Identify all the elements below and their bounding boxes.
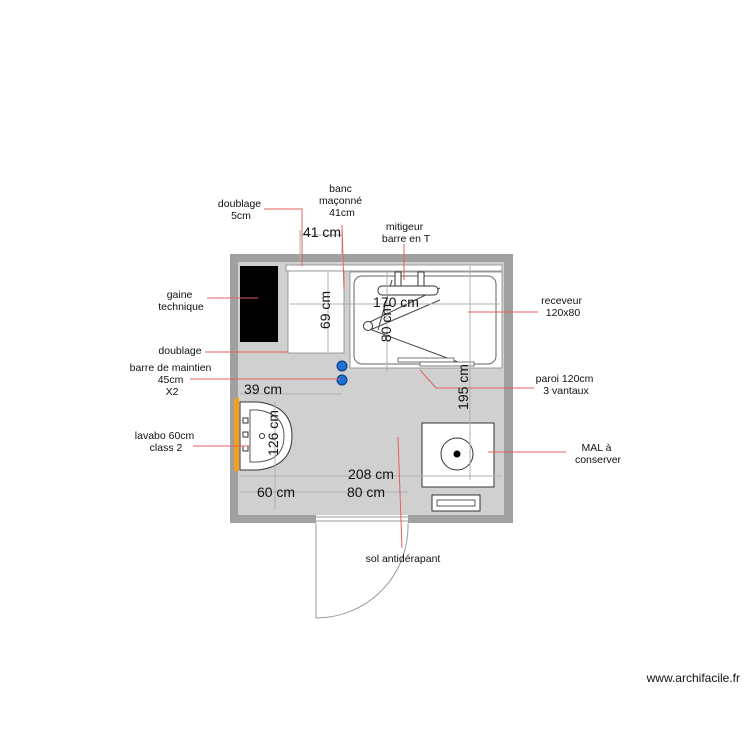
label-line: X2 [166,386,179,398]
label-line: barre de maintien [130,362,212,374]
label-line: sol antidérapant [366,553,441,565]
label-line: receveur [541,295,582,307]
shower-screen [419,361,475,367]
washing-machine-center [453,450,461,458]
label-line: conserver [575,454,622,466]
label-line: barre en T [382,233,431,245]
lavabo-frame [234,398,239,471]
label-lavabo: lavabo 60cm class 2 [135,430,197,454]
label-line: 41cm [329,207,355,219]
shower-line [369,299,441,331]
label-line: class 2 [150,442,183,454]
mixer-bar [377,285,439,296]
door-swing-arc [315,522,409,619]
label-line: 120x80 [546,307,581,319]
label-line: doublage [158,345,201,357]
shower-screen [397,357,455,363]
lavabo-drain [259,433,265,439]
dim-80-horizontal: 80 cm [347,484,385,500]
lavabo-tap [242,417,249,424]
dim-126: 126 cm [265,410,281,456]
label-line: banc [329,183,352,195]
label-line: gaine [167,289,193,301]
label-barre: barre de maintien 45cm X2 [130,362,215,398]
lavabo-bowl [249,409,285,463]
label-line: 5cm [231,210,251,222]
gaine-technique [240,266,278,342]
label-mal: MAL à conserver [575,442,622,466]
grab-bar-icon [336,360,348,372]
label-sol: sol antidérapant [366,553,441,565]
label-line: mitigeur [386,221,424,233]
doublage-wall [285,264,503,272]
dim-80-vertical: 80 cm [378,304,394,342]
grab-bar-icon [336,374,348,386]
label-receveur: receveur 120x80 [541,295,585,319]
label-gaine: gaine technique [158,289,204,313]
washing-machine-drum [440,437,474,471]
label-paroi: paroi 120cm 3 vantaux [536,373,597,397]
lavabo-tap [242,445,249,452]
door-opening [316,515,408,523]
dim-195: 195 cm [455,364,471,410]
dim-41: 41 cm [303,224,341,240]
dim-69: 69 cm [317,291,333,329]
label-line: paroi 120cm [536,373,594,385]
leader-lines [190,208,566,549]
dimension-lines [240,230,502,510]
banc-maconne [287,270,345,354]
label-line: doublage [218,198,261,210]
label-mitigeur: mitigeur barre en T [382,221,431,245]
dim-60: 60 cm [257,484,295,500]
dim-170: 170 cm [373,294,419,310]
label-line: MAL à [582,442,612,454]
label-banc: banc maçonné 41cm [319,183,365,219]
label-line: 45cm [158,374,184,386]
label-line: maçonné [319,195,362,207]
shower-drain [363,321,373,331]
shower-line [371,329,459,363]
mixer-valve [394,271,402,287]
wall-unit [431,494,481,512]
wall-unit-inner [436,499,476,507]
label-line: technique [158,301,204,313]
label-doublage-left: doublage [158,345,201,357]
label-line: 3 vantaux [543,385,589,397]
mixer-valve [417,271,425,287]
dim-39: 39 cm [244,381,282,397]
label-doublage-top: doublage 5cm [218,198,264,222]
lavabo-tap [242,431,249,438]
brand-watermark: www.archifacile.fr [646,671,740,685]
dim-208: 208 cm [348,466,394,482]
label-line: lavabo 60cm [135,430,195,442]
